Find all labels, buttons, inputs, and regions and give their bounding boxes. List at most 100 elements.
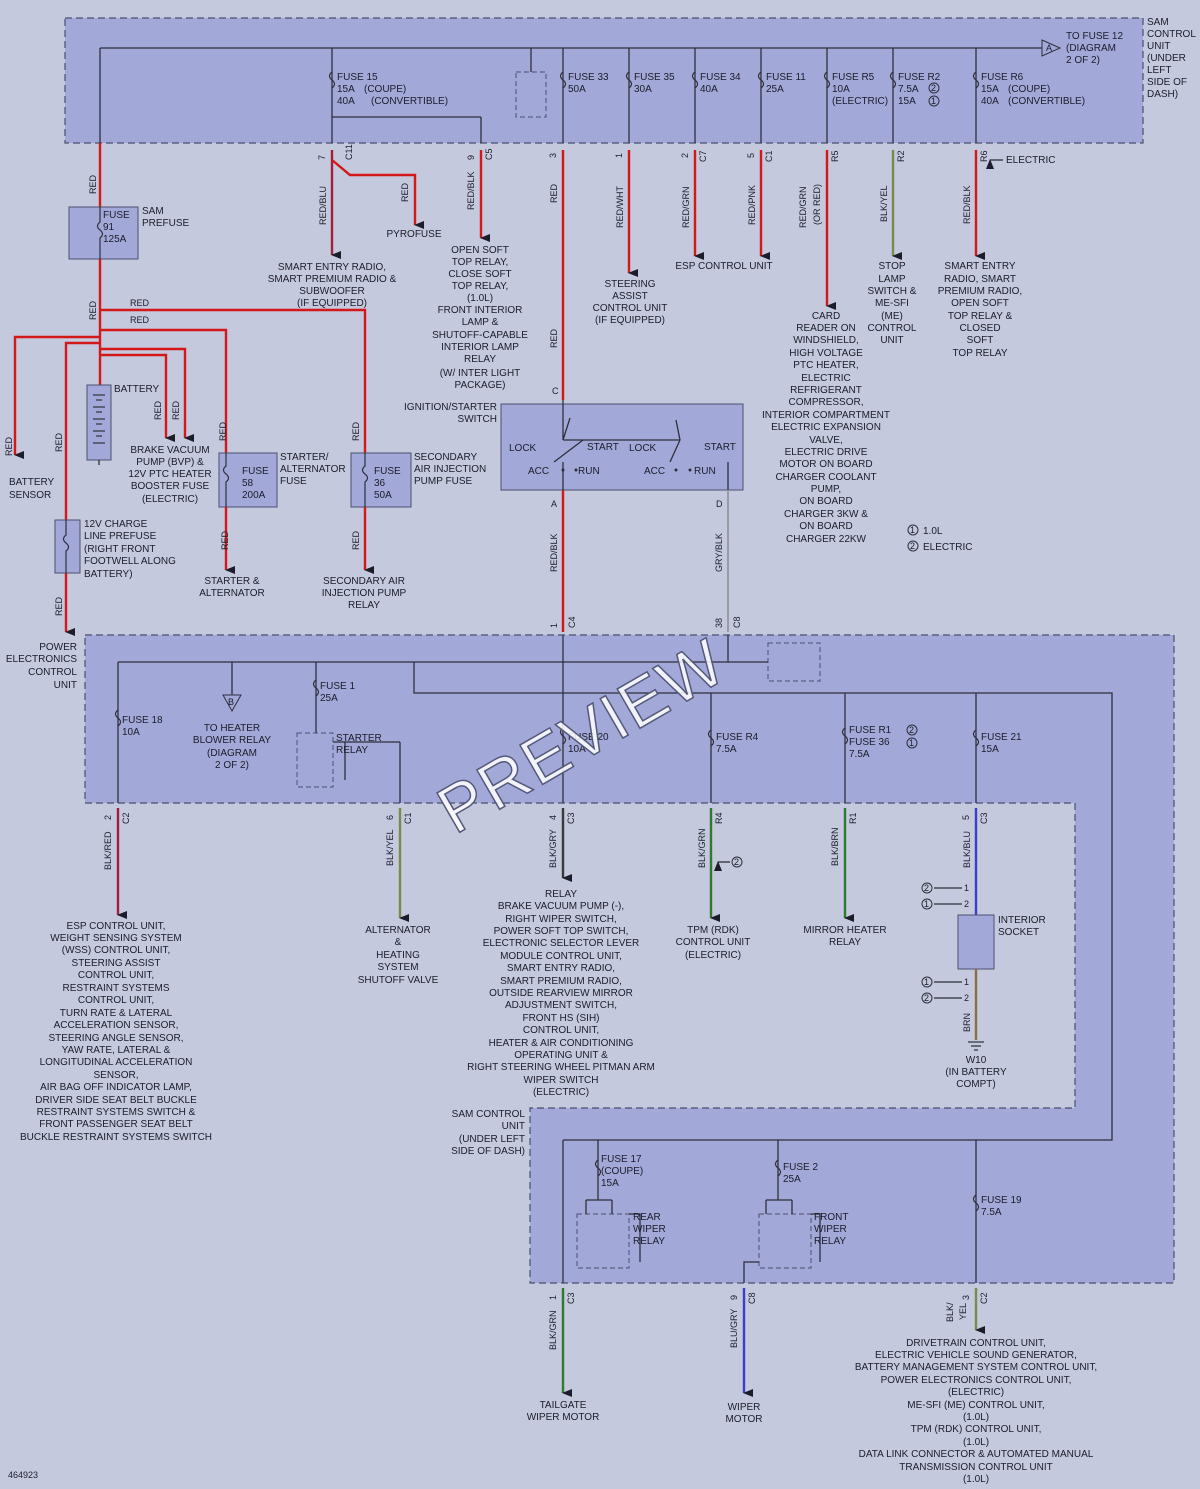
svg-text:(DIAGRAM: (DIAGRAM: [207, 748, 257, 759]
svg-text:RED: RED: [549, 328, 559, 348]
svg-text:TPM (RDK): TPM (RDK): [687, 925, 739, 936]
svg-text:REFRIGERANT: REFRIGERANT: [790, 385, 862, 396]
svg-text:START: START: [587, 442, 619, 453]
svg-text:C1: C1: [403, 812, 413, 824]
svg-text:7.5A: 7.5A: [981, 1207, 1002, 1218]
svg-text:PTC HEATER,: PTC HEATER,: [793, 360, 858, 371]
svg-text:FRONT HS (SIH): FRONT HS (SIH): [522, 1013, 599, 1024]
svg-text:C8: C8: [732, 616, 742, 628]
svg-text:6: 6: [385, 815, 395, 820]
dest-smart-entry-2: SMART ENTRY RADIO, SMART PREMIUM RADIO, …: [938, 261, 1022, 359]
svg-text:STARTER/: STARTER/: [280, 452, 329, 463]
svg-text:POWER ELECTRONICS CONTROL UNIT: POWER ELECTRONICS CONTROL UNIT,: [881, 1375, 1072, 1386]
svg-text:RED/BLU: RED/BLU: [318, 186, 328, 225]
svg-text:R1: R1: [848, 812, 858, 824]
svg-text:INJECTION PUMP: INJECTION PUMP: [322, 588, 407, 599]
svg-text:(IF EQUIPPED): (IF EQUIPPED): [297, 298, 367, 309]
svg-text:1.0L: 1.0L: [923, 526, 943, 537]
svg-text:(1.0L): (1.0L): [963, 1474, 989, 1485]
svg-text:SAM: SAM: [1147, 17, 1169, 28]
svg-text:10A: 10A: [568, 744, 586, 755]
svg-text:BUCKLE RESTRAINT SYSTEMS SWITC: BUCKLE RESTRAINT SYSTEMS SWITCH: [20, 1132, 212, 1143]
svg-text:(CONVERTIBLE): (CONVERTIBLE): [371, 96, 448, 107]
dest-stop-lamp: STOP LAMP SWITCH & ME-SFI (ME) CONTROL U…: [868, 261, 917, 346]
svg-text:A: A: [1046, 43, 1052, 53]
top-wire-labels: RED RED/BLU RED RED/BLK RED RED/WHT RED/…: [88, 171, 972, 348]
svg-text:TOP RELAY: TOP RELAY: [952, 348, 1007, 359]
svg-text:RED: RED: [549, 183, 559, 203]
svg-text:SWITCH: SWITCH: [458, 414, 497, 425]
svg-text:TOP RELAY &: TOP RELAY &: [948, 311, 1013, 322]
svg-text:PREMIUM RADIO,: PREMIUM RADIO,: [938, 286, 1022, 297]
svg-text:RED: RED: [54, 432, 64, 452]
battery-icon: [93, 394, 105, 444]
charge-line-prefuse: [54, 519, 81, 574]
svg-text:FRONT: FRONT: [814, 1212, 848, 1223]
dest-smart-entry-1: SMART ENTRY RADIO, SMART PREMIUM RADIO &…: [268, 262, 397, 309]
svg-text:(COUPE): (COUPE): [1008, 84, 1050, 95]
svg-text:START: START: [704, 442, 736, 453]
fuse-36-sec-air: [350, 452, 412, 508]
svg-text:(IN BATTERY: (IN BATTERY: [945, 1067, 1007, 1078]
svg-text:(COUPE): (COUPE): [364, 84, 406, 95]
battery-sensor: BATTERY SENSOR: [9, 477, 55, 501]
fuse-21: FUSE 21 15A: [972, 693, 1022, 803]
svg-text:2: 2: [103, 815, 113, 820]
svg-text:C7: C7: [698, 150, 708, 162]
svg-text:RED/BLK: RED/BLK: [549, 533, 559, 572]
svg-text:(ELECTRIC): (ELECTRIC): [832, 96, 888, 107]
svg-text:(IF EQUIPPED): (IF EQUIPPED): [595, 315, 665, 326]
svg-text:UNIT: UNIT: [502, 1121, 525, 1132]
svg-text:36: 36: [374, 478, 386, 489]
svg-text:2: 2: [931, 83, 936, 93]
svg-text:125A: 125A: [103, 234, 127, 245]
svg-text:DRIVETRAIN CONTROL UNIT,: DRIVETRAIN CONTROL UNIT,: [906, 1338, 1046, 1349]
svg-text:ACC: ACC: [528, 466, 549, 477]
svg-text:TRANSMISSION CONTROL UNIT: TRANSMISSION CONTROL UNIT: [899, 1462, 1053, 1473]
svg-text:TOP RELAY,: TOP RELAY,: [452, 257, 509, 268]
connector-a-icon: [1041, 39, 1062, 57]
front-wiper-label: FRONT WIPER RELAY: [814, 1212, 848, 1247]
svg-text:FUSE 35: FUSE 35: [634, 72, 675, 83]
fuse-r4: FUSE R4 7.5A: [707, 693, 759, 803]
svg-text:2 OF 2): 2 OF 2): [1066, 55, 1100, 66]
svg-text:OPERATING UNIT &: OPERATING UNIT &: [514, 1050, 608, 1061]
svg-text:FUSE 21: FUSE 21: [981, 732, 1022, 743]
svg-text:RELAY: RELAY: [464, 354, 496, 365]
svg-text:ELECTRIC: ELECTRIC: [1006, 155, 1055, 166]
to-fuse12-label: TO FUSE 12 (DIAGRAM 2 OF 2): [1066, 31, 1123, 66]
svg-text:FUSE: FUSE: [103, 210, 130, 221]
svg-text:RUN: RUN: [694, 466, 716, 477]
svg-text:RIGHT STEERING WHEEL PITMAN AR: RIGHT STEERING WHEEL PITMAN ARM: [467, 1062, 655, 1073]
svg-text:COMPT): COMPT): [956, 1079, 995, 1090]
svg-text:40A: 40A: [337, 96, 355, 107]
svg-text:12V PTC HEATER: 12V PTC HEATER: [128, 469, 211, 480]
svg-text:(1.0L): (1.0L): [963, 1437, 989, 1448]
svg-text:(CONVERTIBLE): (CONVERTIBLE): [1008, 96, 1085, 107]
svg-text:LOCK: LOCK: [509, 443, 537, 454]
dest-esp-control-unit-2: ESP CONTROL UNIT, WEIGHT SENSING SYSTEM …: [20, 921, 212, 1143]
svg-text:AIR INJECTION: AIR INJECTION: [414, 464, 486, 475]
svg-text:ALTERNATOR: ALTERNATOR: [280, 464, 346, 475]
svg-text:ALTERNATOR: ALTERNATOR: [199, 588, 265, 599]
svg-text:RED/WHT: RED/WHT: [615, 186, 625, 228]
svg-text:7: 7: [317, 155, 327, 160]
svg-text:OUTSIDE REARVIEW MIRROR: OUTSIDE REARVIEW MIRROR: [489, 988, 633, 999]
svg-text:BRAKE VACUUM PUMP (-),: BRAKE VACUUM PUMP (-),: [498, 901, 624, 912]
svg-text:FUSE: FUSE: [242, 466, 269, 477]
svg-text:SOFT: SOFT: [967, 335, 994, 346]
svg-text:WIPER MOTOR: WIPER MOTOR: [527, 1412, 600, 1423]
svg-text:1: 1: [614, 153, 624, 158]
fuse-r2: FUSE R2 7.5A 15A 2 1: [889, 48, 941, 143]
svg-text:YEL: YEL: [958, 1303, 968, 1320]
svg-text:BATTERY: BATTERY: [9, 477, 55, 488]
svg-text:ME-SFI (ME) CONTROL UNIT,: ME-SFI (ME) CONTROL UNIT,: [907, 1400, 1044, 1411]
svg-text:BATTERY: BATTERY: [114, 384, 160, 395]
fuse-58: [218, 452, 278, 508]
svg-text:(ME): (ME): [881, 311, 903, 322]
svg-text:ELECTRONIC SELECTOR LEVER: ELECTRONIC SELECTOR LEVER: [483, 938, 640, 949]
svg-text:CHARGER 3KW &: CHARGER 3KW &: [784, 509, 868, 520]
svg-text:BLK/YEL: BLK/YEL: [385, 829, 395, 866]
interior-socket: [957, 914, 995, 970]
